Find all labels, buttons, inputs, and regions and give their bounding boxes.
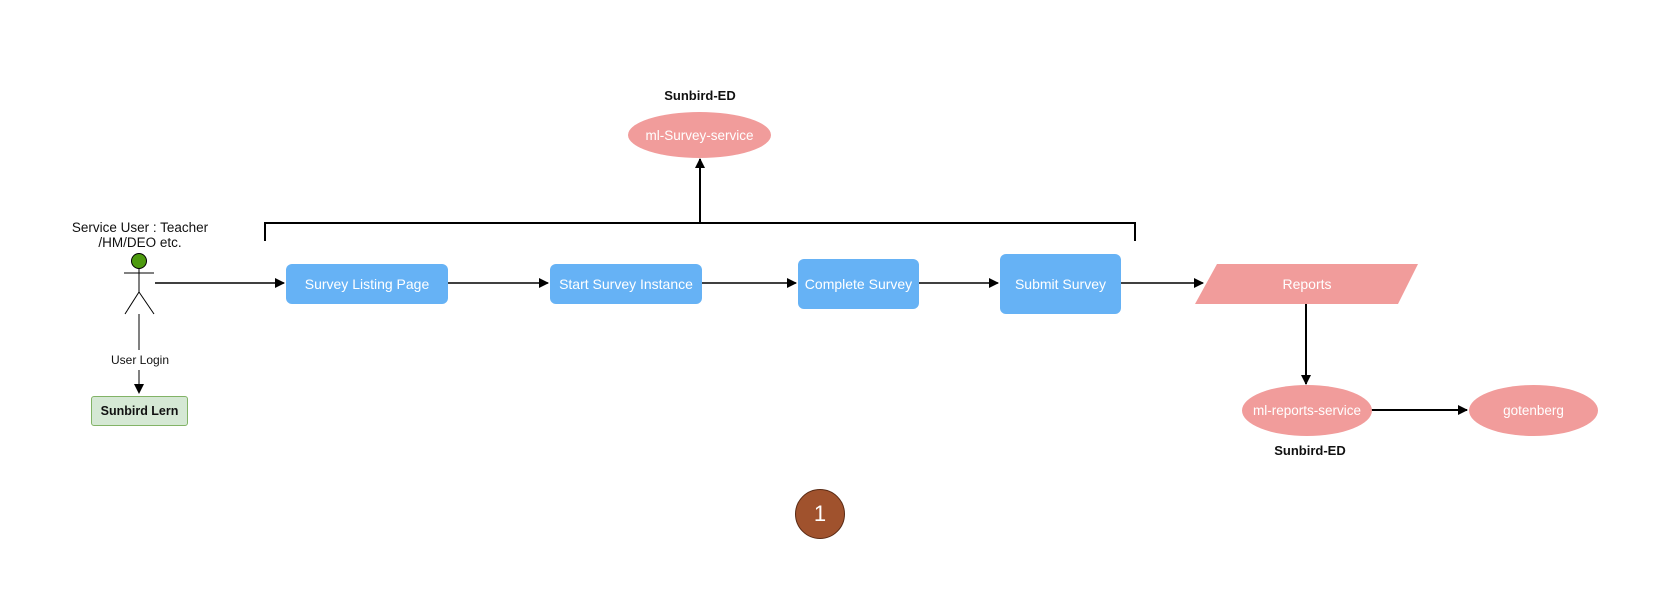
complete-survey-node[interactable]: Complete Survey bbox=[798, 259, 919, 309]
group-bracket bbox=[264, 222, 1136, 241]
gotenberg-node[interactable]: gotenberg bbox=[1469, 385, 1598, 436]
reports-node[interactable]: Reports bbox=[1282, 276, 1332, 292]
survey-service-group-label: Sunbird-ED bbox=[664, 88, 736, 103]
actor-label-line1: Service User : Teacher bbox=[71, 220, 209, 235]
reports-shape bbox=[1195, 264, 1418, 304]
ml-survey-service-node[interactable]: ml-Survey-service bbox=[628, 112, 771, 158]
login-edge-label: User Login bbox=[95, 353, 185, 367]
submit-survey-node[interactable]: Submit Survey bbox=[1000, 254, 1121, 314]
sunbird-lern-node[interactable]: Sunbird Lern bbox=[91, 396, 188, 426]
survey-listing-page-node[interactable]: Survey Listing Page bbox=[286, 264, 448, 304]
actor-label: Service User : Teacher /HM/DEO etc. bbox=[60, 220, 220, 250]
actor-leg-left bbox=[124, 291, 140, 315]
ml-reports-service-node[interactable]: ml-reports-service bbox=[1242, 385, 1372, 436]
actor-head bbox=[131, 253, 147, 269]
actor-leg-right bbox=[138, 291, 155, 315]
actor-figure bbox=[124, 253, 155, 315]
actor-label-line2: /HM/DEO etc. bbox=[98, 235, 182, 250]
step-number-badge: 1 bbox=[795, 489, 845, 539]
reports-service-group-label: Sunbird-ED bbox=[1274, 443, 1346, 458]
start-survey-instance-node[interactable]: Start Survey Instance bbox=[550, 264, 702, 304]
